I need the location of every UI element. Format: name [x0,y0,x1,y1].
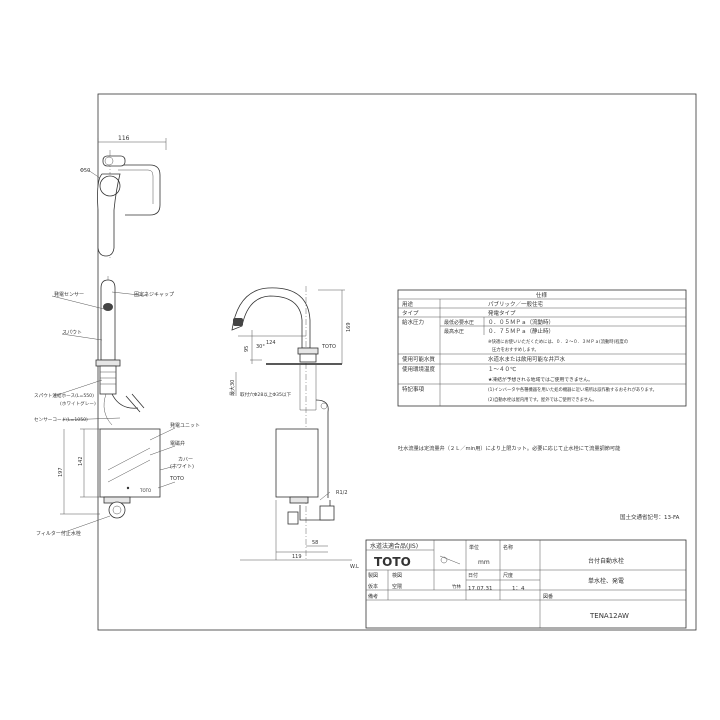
svg-text:給水圧力: 給水圧力 [402,318,424,326]
svg-text:備考: 備考 [368,593,378,600]
dim-95: 95 [244,346,250,352]
label-valve: 電磁弁 [170,440,185,447]
svg-text:最低必要水圧: 最低必要水圧 [444,319,474,326]
spout-body [100,279,116,361]
sensor-window [103,303,113,311]
dim-124: 124 [266,340,276,346]
date-value: 17.07.31 [468,586,493,592]
svg-text:製図: 製図 [368,572,378,579]
dim-116: 116 [118,135,130,142]
label-hose: スパウト連結ホース(L=550) [34,392,94,399]
svg-text:パブリック／一般住宅: パブリック／一般住宅 [488,300,544,308]
svg-text:仮本: 仮本 [368,583,378,590]
dim-169: 169 [346,322,352,332]
product-name: 台付自動水栓 [588,557,624,565]
svg-text:特記事項: 特記事項 [402,385,425,393]
scale-value: 1：4 [512,586,525,592]
svg-text:圧力をおすすめします。: 圧力をおすすめします。 [492,346,539,353]
dim-142: 142 [78,456,84,466]
front-view: TOTO 142 197 [51,276,176,534]
svg-text:検図: 検図 [392,572,402,579]
dim-phi50: Φ50 [80,168,90,174]
side-view [231,286,352,561]
svg-text:０．７５ＭＰａ（静止時）: ０．７５ＭＰａ（静止時） [488,327,554,335]
dim-max30: 最大30 [229,380,236,396]
svg-text:竹林: 竹林 [452,583,461,590]
label-sensor: 発電センサー [54,291,84,298]
label-toto: TOTO [169,476,184,482]
svg-text:名称: 名称 [503,544,513,551]
label-spout: スパウト [62,329,82,336]
dim-r12: R1/2 [336,490,348,496]
label-hose-color: (ホワイトグレー) [60,400,96,407]
svg-text:TOTO: TOTO [139,488,151,493]
jis-label: 水道法適合品(JIS) [370,542,418,550]
approval-no: 国土交通省記号：13-FA [620,513,680,521]
generator-unit-box [99,428,161,498]
svg-text:使用環境温度: 使用環境温度 [402,365,436,373]
side-spout [231,287,311,349]
spec-table [397,289,687,407]
svg-text:水道水または飲用可能な井戸水: 水道水または飲用可能な井戸水 [488,355,566,363]
svg-text:★凍結が予想される地域ではご使用できません。: ★凍結が予想される地域ではご使用できません。 [488,376,593,383]
label-filter: フィルター付止水栓 [36,530,81,537]
unit-value: mm [478,559,490,566]
dim-58: 58 [312,540,318,546]
toto-logo: TOTO [374,555,411,569]
label-cover-color: (ホワイト) [170,464,194,470]
dim-angle: 30° [256,344,265,350]
svg-text:最高水圧: 最高水圧 [444,328,464,335]
side-toto: TOTO [321,344,336,350]
svg-text:用途: 用途 [402,300,414,308]
top-view: 116 Φ50 [80,135,167,258]
label-wl: W.L [350,564,359,570]
spec-title: 仕様 [536,291,548,299]
svg-text:発電タイプ: 発電タイプ [488,309,516,317]
label-cover: カバー [178,457,193,463]
label-gen-unit: 発電ユニット [170,422,200,429]
product-sub-name: 単水栓、発電 [588,577,624,585]
svg-text:尺度: 尺度 [503,572,513,579]
title-block [365,539,687,629]
flow-note: 吐水流量は定流量弁（２Ｌ／min用）により上限カット。必要に応じて止水栓にて流量… [398,444,620,452]
dim-197: 197 [58,467,64,477]
label-mount-hole: 取付穴Φ28以上Φ35以下 [240,391,291,398]
label-sensor-cord: センサーコード(L=1050) [34,417,88,423]
svg-text:空隈: 空隈 [392,583,402,590]
svg-text:※快適にお使いいただくためには、０．２～０．３ＭＰａ(流動時: ※快適にお使いいただくためには、０．２～０．３ＭＰａ(流動時)程度の [488,338,628,345]
filter-valve [108,501,126,519]
label-cap: 固定ネジキャップ [134,291,174,298]
svg-text:使用可能水質: 使用可能水質 [402,355,436,363]
svg-text:タイプ: タイプ [402,309,419,317]
drawing-number: TENA12AW [589,612,629,620]
svg-text:単位: 単位 [469,544,479,551]
side-unit-box [275,428,319,498]
svg-text:日付: 日付 [468,572,478,579]
svg-text:０．０５ＭＰａ（流動時）: ０．０５ＭＰａ（流動時） [488,318,554,326]
svg-text:(1)インバータや各種機器を用いた処の機器に近い場所は誤作動: (1)インバータや各種機器を用いた処の機器に近い場所は誤作動するおそれがあります… [488,386,657,393]
dim-119: 119 [292,554,302,560]
svg-text:図番: 図番 [543,593,553,600]
svg-text:(2)自動水栓は屋内用です。屋外ではご使用できません。: (2)自動水栓は屋内用です。屋外ではご使用できません。 [488,396,597,403]
svg-text:１～４０℃: １～４０℃ [488,366,516,373]
